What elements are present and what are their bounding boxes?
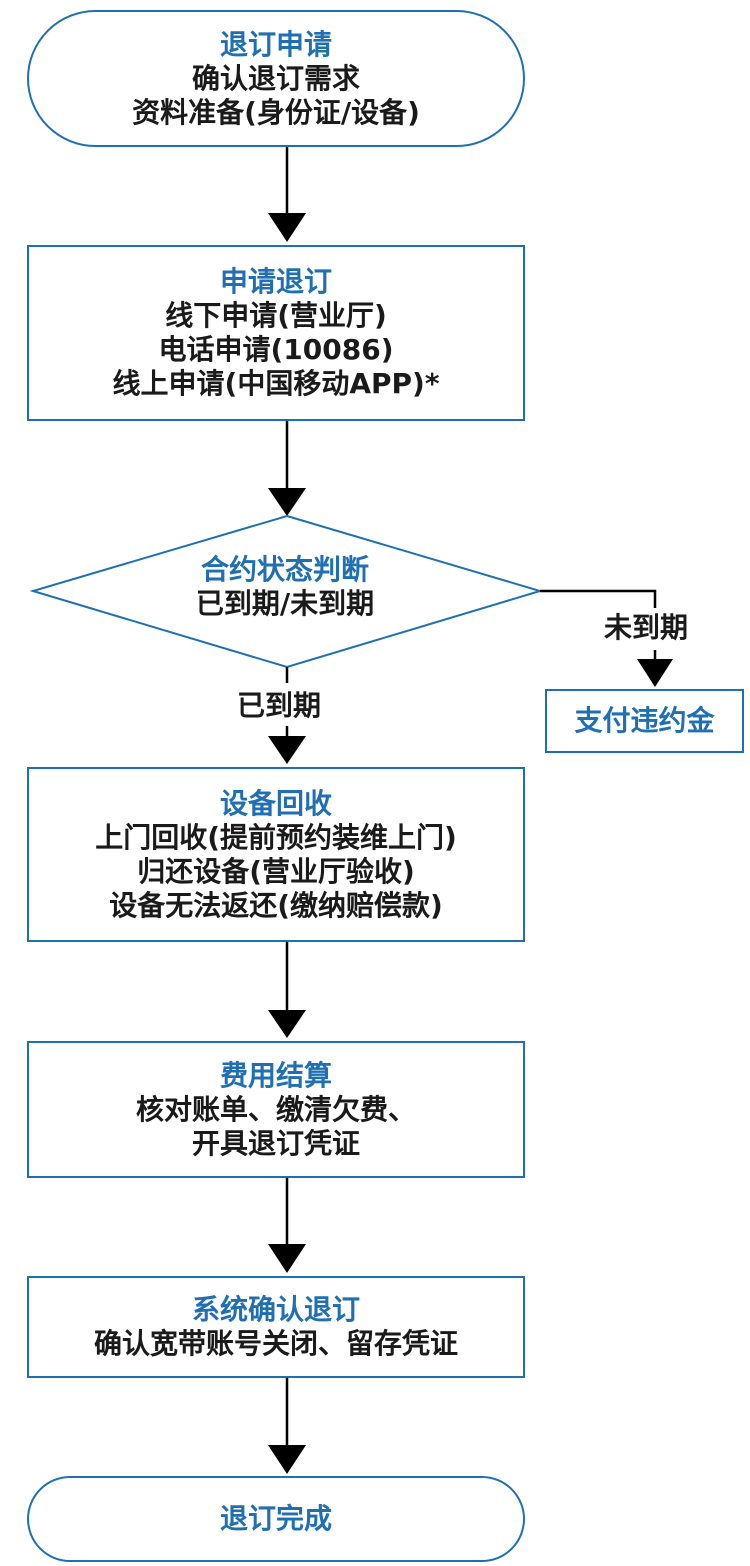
node-recycle-line-2: 归还设备(营业厅验收)	[137, 854, 415, 888]
node-decision-line-1: 已到期/未到期	[195, 587, 375, 620]
node-start-line-2: 资料准备(身份证/设备)	[132, 95, 420, 129]
node-settle-title: 费用结算	[219, 1058, 332, 1092]
node-recycle-line-1: 上门回收(提前预约装维上门)	[95, 820, 457, 854]
edge-label-not-expired: 未到期	[604, 611, 689, 644]
node-start: 退订申请 确认退订需求 资料准备(身份证/设备)	[27, 10, 525, 147]
arrow-apply-decision	[268, 488, 306, 516]
arrow-settle-confirm	[268, 1244, 306, 1273]
node-penalty-title: 支付违约金	[574, 704, 715, 737]
node-confirm-line-1: 确认宽带账号关闭、留存凭证	[93, 1327, 458, 1360]
arrow-recycle-settle	[268, 1010, 306, 1038]
node-recycle: 设备回收 上门回收(提前预约装维上门) 归还设备(营业厅验收) 设备无法返还(缴…	[27, 767, 525, 942]
node-penalty: 支付违约金	[545, 689, 744, 753]
connector-decision-penalty	[540, 589, 657, 608]
node-apply-line-3: 线上申请(中国移动APP)*	[112, 367, 440, 400]
node-recycle-title: 设备回收	[219, 786, 332, 820]
node-start-title: 退订申请	[219, 27, 332, 61]
arrow-decision-recycle	[268, 736, 306, 764]
node-confirm-title: 系统确认退订	[191, 1293, 360, 1326]
edge-label-expired: 已到期	[237, 689, 322, 722]
node-apply: 申请退订 线下申请(营业厅) 电话申请(10086) 线上申请(中国移动APP)…	[27, 245, 525, 421]
node-confirm: 系统确认退订 确认宽带账号关闭、留存凭证	[27, 1276, 525, 1378]
arrow-decision-penalty	[637, 659, 673, 687]
node-decision: 合约状态判断 已到期/未到期	[30, 553, 540, 621]
node-start-line-1: 确认退订需求	[191, 61, 360, 95]
arrow-confirm-end	[268, 1445, 306, 1474]
node-apply-line-2: 电话申请(10086)	[158, 333, 394, 366]
node-apply-line-1: 线下申请(营业厅)	[165, 299, 387, 332]
arrow-start-apply	[268, 213, 306, 242]
node-apply-title: 申请退订	[219, 265, 332, 298]
node-settle-line-2: 开具退订凭证	[191, 1126, 360, 1160]
node-settle: 费用结算 核对账单、缴清欠费、 开具退订凭证	[27, 1041, 525, 1178]
node-end-title: 退订完成	[219, 1502, 332, 1535]
node-recycle-line-3: 设备无法返还(缴纳赔偿款)	[109, 888, 443, 922]
node-end: 退订完成	[27, 1476, 525, 1562]
node-decision-title: 合约状态判断	[200, 553, 369, 586]
node-settle-line-1: 核对账单、缴清欠费、	[135, 1092, 416, 1126]
